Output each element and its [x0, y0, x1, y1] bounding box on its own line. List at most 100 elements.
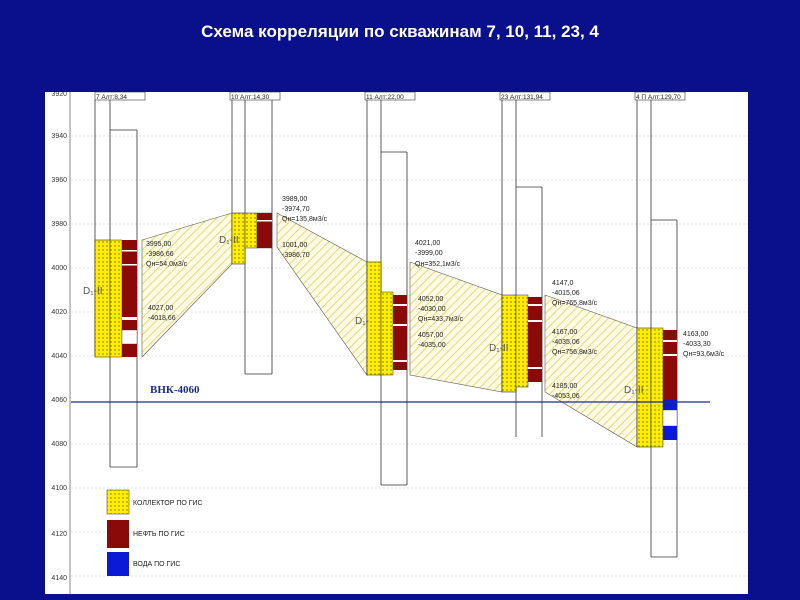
svg-text:3989,00: 3989,00	[282, 196, 307, 203]
well-header: 7 Алт:8,34	[96, 94, 127, 101]
oil-segment	[393, 295, 407, 370]
svg-text:-3986,70: -3986,70	[282, 252, 310, 259]
annotation: 3995,00 -3986,66 Qн=54,0м3/с	[146, 241, 188, 268]
svg-text:-3974,70: -3974,70	[282, 206, 310, 213]
well-7: 7 Алт:8,34 D₁-II	[83, 91, 146, 468]
svg-text:Qн=765,8м3/с: Qн=765,8м3/с	[552, 300, 598, 307]
svg-text:-4035,06: -4035,06	[552, 339, 580, 346]
collector-segment	[366, 261, 382, 376]
oil-segment	[256, 212, 273, 249]
strata-label: D₁-II	[219, 235, 238, 246]
svg-text:4147,0: 4147,0	[552, 280, 574, 287]
well-10: 10 Алт:14,30 D₁-II	[219, 91, 281, 375]
well-23: 23 Алт:131,94 D₁-II	[489, 91, 551, 437]
strata-label: D₁-	[355, 316, 369, 327]
strata-label: D₁-II	[83, 286, 102, 297]
annotation: 4057,00 -4035,00	[418, 332, 446, 349]
annotation: 1001,00 -3986,70	[282, 242, 310, 259]
water-segment	[663, 400, 677, 410]
depth-tick: 4020	[51, 309, 67, 316]
well-header-box	[499, 91, 551, 101]
depth-axis: 3920 3940 3960 3980 4000 4020 4040 4060 …	[51, 91, 71, 594]
svg-text:-4053,06: -4053,06	[552, 393, 580, 400]
legend-label: КОЛЛЕКТОР ПО ГИС	[133, 500, 203, 507]
depth-tick: 4120	[51, 531, 67, 538]
legend: КОЛЛЕКТОР ПО ГИС НЕФТЬ ПО ГИС ВОДА ПО ГИ…	[106, 489, 203, 576]
depth-tick: 4000	[51, 265, 67, 272]
water-segment	[663, 426, 677, 440]
legend-swatch-water	[107, 552, 129, 576]
collector-segment	[244, 212, 258, 249]
correlation-diagram: 3920 3940 3960 3980 4000 4020 4040 4060 …	[51, 91, 748, 594]
annotation: 4147,0 -4015,06 Qн=765,8м3/с	[552, 280, 598, 307]
collector-segment	[650, 327, 664, 448]
svg-text:4021,00: 4021,00	[415, 240, 440, 247]
annotations: 3995,00 -3986,66 Qн=54,0м3/с 4027,00 -40…	[146, 196, 725, 400]
annotation: 4185,00 -4053,06	[552, 383, 580, 400]
depth-tick: 4100	[51, 485, 67, 492]
svg-text:-3999,00: -3999,00	[415, 250, 443, 257]
svg-text:Qн=135,8м3/с: Qн=135,8м3/с	[282, 216, 328, 223]
oil-segment	[663, 330, 677, 400]
correlation-band	[276, 212, 368, 376]
depth-tick: 4140	[51, 575, 67, 582]
depth-tick: 3960	[51, 177, 67, 184]
svg-text:-4035,00: -4035,00	[418, 342, 446, 349]
annotation: 3989,00 -3974,70 Qн=135,8м3/с	[282, 196, 328, 223]
legend-label: НЕФТЬ ПО ГИС	[133, 531, 185, 538]
collector-segment	[515, 294, 529, 388]
svg-text:4163,00: 4163,00	[683, 331, 708, 338]
annotation: 4167,00 -4035,06 Qн=756,8м3/с	[552, 329, 598, 356]
page-title: Схема корреляции по скважинам 7, 10, 11,…	[201, 22, 599, 41]
svg-text:Qн=352,1м3/с: Qн=352,1м3/с	[415, 261, 461, 268]
svg-text:4167,00: 4167,00	[552, 329, 577, 336]
depth-tick: 4060	[51, 397, 67, 404]
svg-text:-3986,66: -3986,66	[146, 251, 174, 258]
annotation: 4163,00 -4033,30 Qн=93,6м3/с	[683, 331, 725, 358]
vnk-label: ВНК-4060	[150, 384, 200, 396]
correlation-panel: 3920 3940 3960 3980 4000 4020 4040 4060 …	[45, 91, 748, 594]
depth-tick: 3980	[51, 221, 67, 228]
depth-tick: 3940	[51, 133, 67, 140]
well-header: 4 П Алт:129,70	[636, 94, 681, 101]
svg-text:4057,00: 4057,00	[418, 332, 443, 339]
well-header: 10 Алт:14,30	[231, 94, 270, 101]
well-header-box	[94, 91, 146, 101]
well-header-box	[364, 91, 416, 101]
annotation: 4021,00 -3999,00 Qн=352,1м3/с	[415, 240, 461, 268]
collector-segment	[380, 291, 394, 376]
oil-segment	[122, 344, 137, 357]
svg-text:-4033,30: -4033,30	[683, 341, 711, 348]
legend-swatch-oil	[107, 520, 129, 548]
collector-segment	[94, 239, 111, 358]
svg-text:4185,00: 4185,00	[552, 383, 577, 390]
well-header: 11 Алт:22,00	[366, 94, 404, 101]
svg-text:4052,00: 4052,00	[418, 296, 443, 303]
svg-text:4027,00: 4027,00	[148, 305, 173, 312]
svg-text:Qн=756,8м3/с: Qн=756,8м3/с	[552, 349, 598, 356]
correlation-bands	[141, 212, 638, 448]
depth-tick: 4040	[51, 353, 67, 360]
svg-text:-4018,66: -4018,66	[148, 315, 176, 322]
correlation-band	[544, 294, 638, 448]
well-header-box	[634, 91, 686, 101]
annotation: 4052,00 -4030,00 Qн=433,7м3/с	[418, 296, 464, 323]
well-header-box	[229, 91, 281, 101]
collector-segment	[109, 239, 123, 358]
depth-tick: 3920	[51, 92, 67, 98]
legend-label: ВОДА ПО ГИС	[133, 561, 180, 568]
svg-text:3995,00: 3995,00	[146, 241, 171, 248]
strata-label: D₁-II	[489, 343, 508, 354]
svg-text:Qн=433,7м3/с: Qн=433,7м3/с	[418, 316, 464, 323]
svg-text:-4030,00: -4030,00	[418, 306, 446, 313]
annotation: 4027,00 -4018,66	[148, 305, 176, 322]
oil-segment	[122, 240, 137, 330]
well-11: 11 Алт:22,00 D₁-	[355, 91, 416, 486]
oil-segment	[528, 297, 542, 382]
legend-swatch-collector	[106, 489, 130, 515]
svg-text:1001,00: 1001,00	[282, 242, 307, 249]
strata-label: D₁-II	[624, 385, 643, 396]
well-header: 23 Алт:131,94	[501, 94, 543, 101]
well-4: 4 П Алт:129,70 D₁-II	[624, 91, 686, 558]
svg-text:-4015,06: -4015,06	[552, 290, 580, 297]
